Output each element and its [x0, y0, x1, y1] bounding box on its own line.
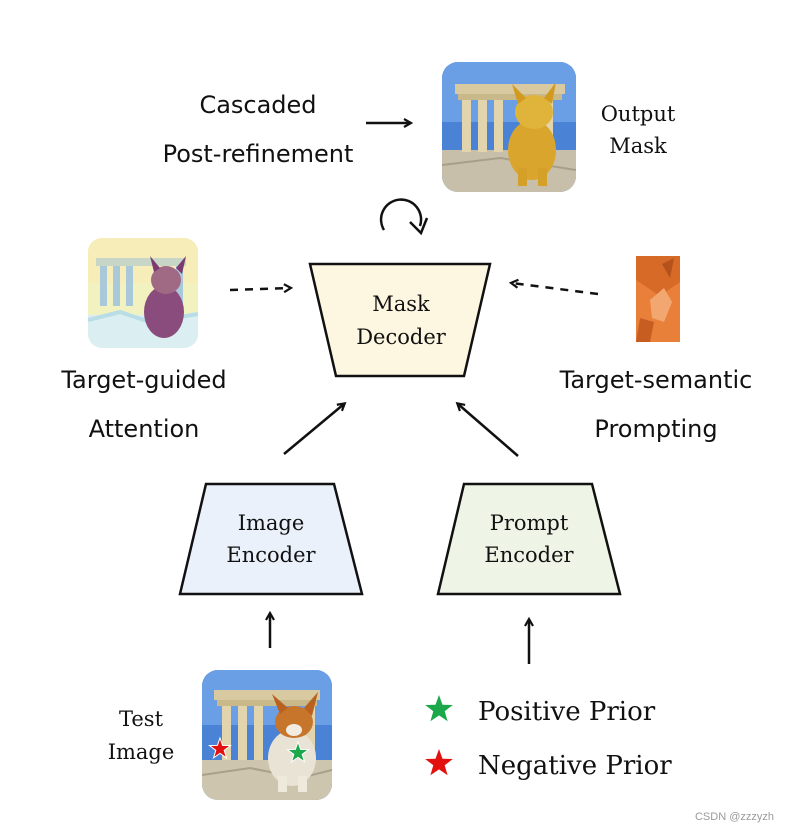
prompting-label-line2: Prompting: [594, 415, 717, 443]
image-encoder-box: [178, 482, 364, 596]
refinement-loop-arrow: [379, 198, 423, 231]
test-image-label-line2: Image: [108, 740, 175, 764]
output-label-line2: Mask: [609, 134, 667, 158]
prompt-to-decoder-arrow: [458, 404, 519, 457]
mask-decoder-line2: Decoder: [356, 325, 447, 349]
attention-label-line2: Attention: [89, 415, 200, 443]
attention-dashed-arrow: [229, 288, 290, 290]
prompt-encoder-line1: Prompt: [490, 511, 569, 535]
positive-prior-label: Positive Prior: [478, 697, 656, 727]
positive-point-star: [286, 740, 310, 764]
test-image-label-line1: Test: [119, 707, 164, 731]
negative-prior-label: Negative Prior: [478, 751, 672, 781]
prompting-label-line1: Target-semantic: [559, 366, 753, 394]
output-label-line1: Output: [601, 102, 676, 126]
mask-decoder-line1: Mask: [372, 292, 430, 316]
negative-prior-star-icon: [425, 749, 453, 776]
prompting-dashed-arrow: [512, 283, 599, 296]
attention-label-line1: Target-guided: [60, 366, 226, 394]
positive-prior-star-icon: [425, 695, 453, 722]
prompt-embedding-image: [636, 256, 680, 342]
prompt-encoder-box: [436, 482, 622, 596]
test-image: [202, 670, 332, 800]
mask-decoder-box: [308, 262, 492, 378]
refinement-loop-arrowhead: [409, 217, 429, 236]
negative-point-star: [208, 736, 232, 760]
image-to-decoder-arrow: [283, 404, 344, 455]
attention-map-image: [88, 238, 198, 348]
output-mask-image: [442, 62, 576, 192]
watermark: CSDN @zzzyzh: [695, 811, 774, 823]
image-encoder-line1: Image: [238, 511, 305, 535]
prompt-encoder-line2: Encoder: [484, 543, 574, 567]
refinement-label-line2: Post-refinement: [163, 140, 354, 168]
refinement-label-line1: Cascaded: [199, 91, 316, 119]
image-encoder-line2: Encoder: [226, 543, 316, 567]
